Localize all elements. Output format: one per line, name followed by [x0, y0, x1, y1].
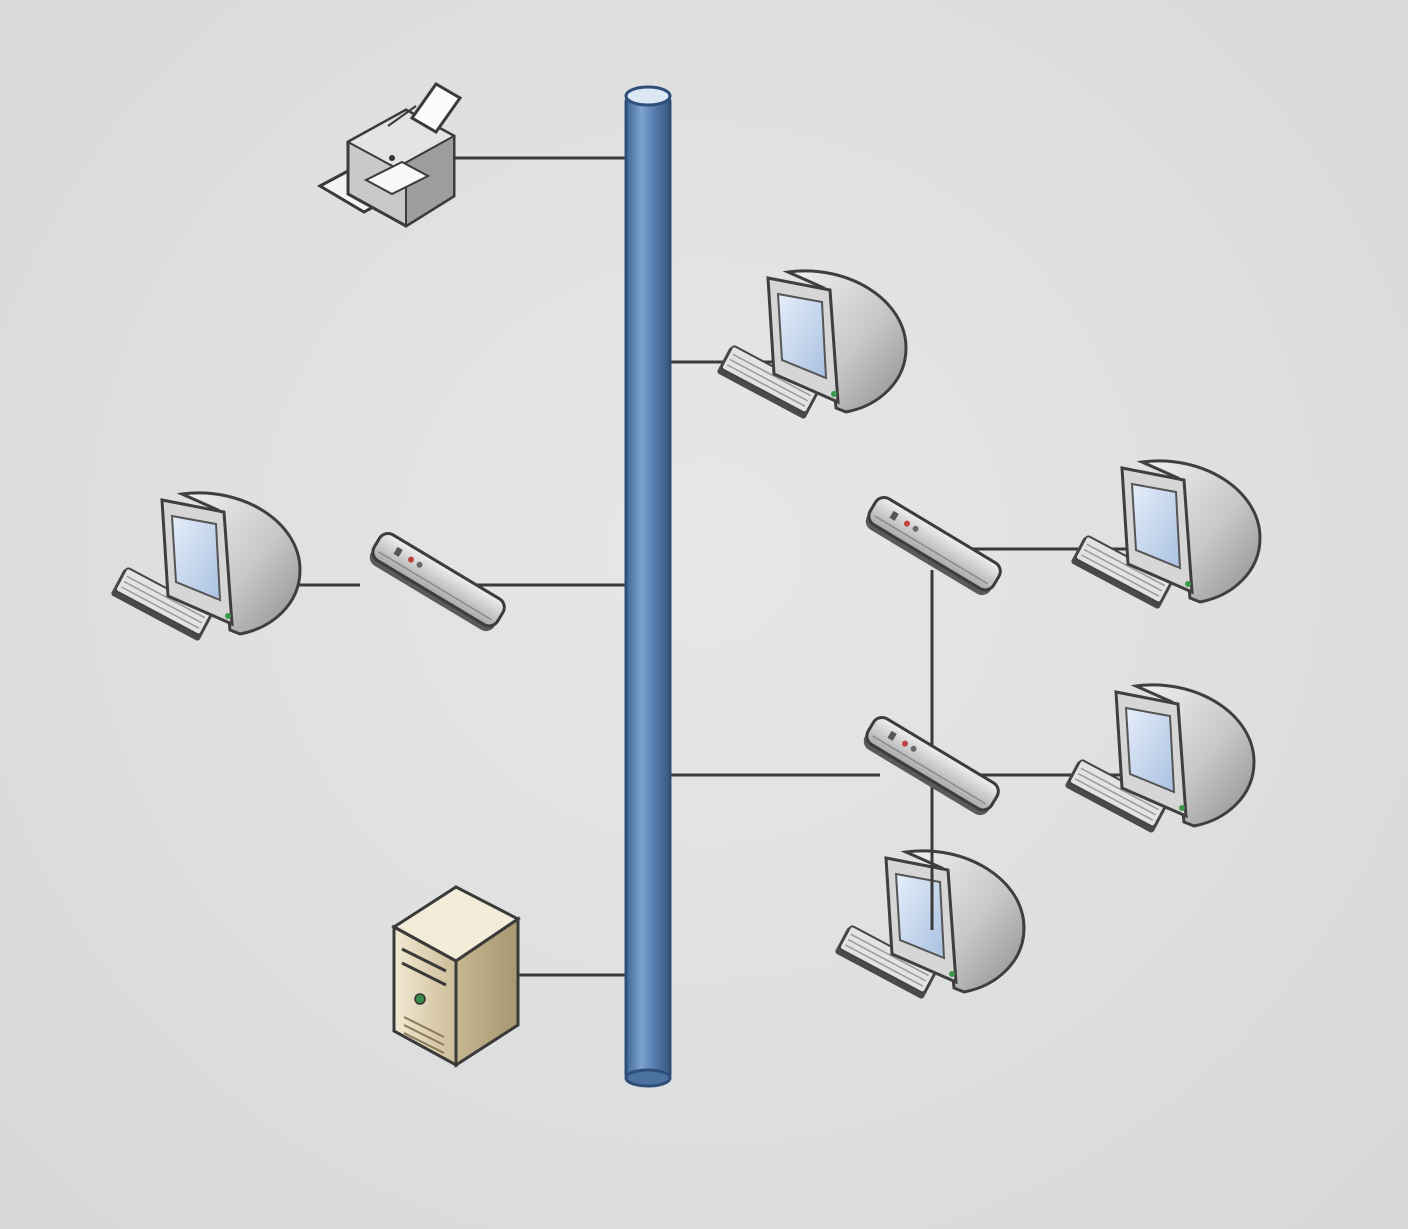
server-icon — [391, 885, 521, 1068]
workstation-bottom-right-computer-icon — [832, 849, 1026, 1002]
backbone-bus — [624, 85, 672, 1088]
workstation-far-right-upper-computer-icon — [1068, 459, 1262, 612]
printer-icon — [316, 82, 463, 228]
workstation-left-computer-icon — [108, 491, 302, 644]
transceiver-left-icon — [364, 528, 510, 637]
network-links — [206, 156, 1160, 977]
workstation-far-right-lower-computer-icon — [1062, 683, 1256, 836]
workstation-upper-right-computer-icon — [714, 269, 908, 422]
